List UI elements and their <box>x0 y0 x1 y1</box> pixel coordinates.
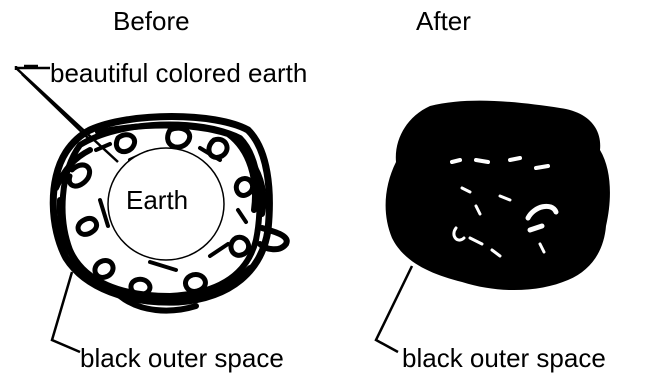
after-title: After <box>416 6 471 36</box>
before-title: Before <box>113 6 190 36</box>
earth-label: Earth <box>126 185 188 215</box>
pointer-space-after <box>376 266 412 352</box>
outer-space-label-before: black outer space <box>80 343 284 373</box>
pointer-space-before <box>52 272 80 352</box>
outer-space-label-after: black outer space <box>402 343 606 373</box>
after-blob <box>386 101 610 290</box>
colored-earth-label: beautiful colored earth <box>50 58 307 88</box>
